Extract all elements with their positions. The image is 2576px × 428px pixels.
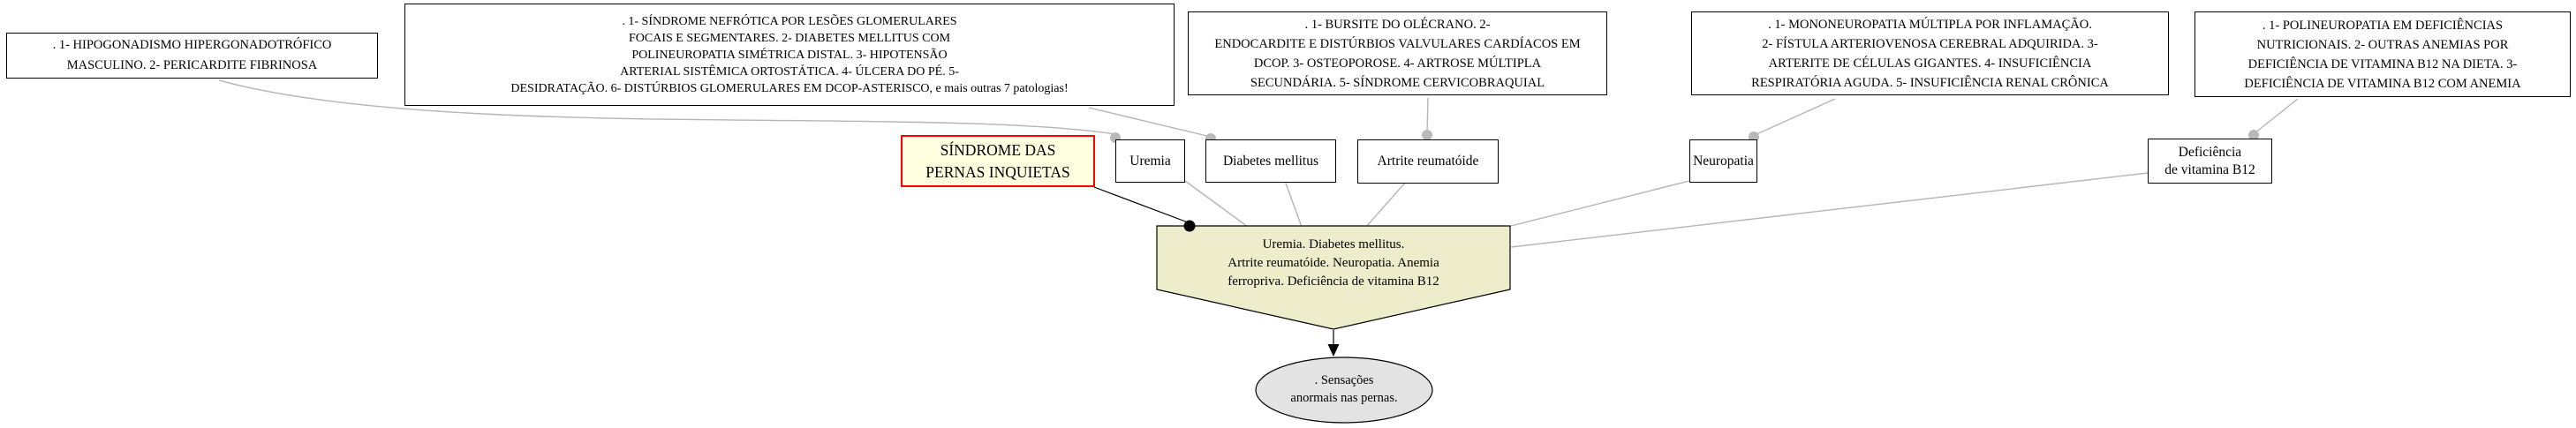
edge-box3-artrite [1426, 97, 1429, 134]
node-neuropatia: Neuropatia [1689, 139, 1757, 183]
edge-box1-uremia [218, 79, 1116, 135]
edge-artrite-summary [1365, 181, 1407, 228]
edge-box5-b12 [2254, 98, 2299, 134]
complications-box-b12: . 1- POLINEUROPATIA EM DEFICIÊNCIAS NUTR… [2195, 11, 2571, 97]
edge-uremia-summary [1184, 180, 1249, 228]
connector-dot-syndrome-black [1183, 220, 1196, 232]
summary-banner-shape [1156, 225, 1511, 330]
edge-syndrome-summary [1093, 186, 1189, 223]
edge-neuropatia-summary [1507, 180, 1690, 228]
edge-box2-diabetes [1088, 107, 1212, 138]
node-deficiencia-vitamina-b12: Deficiência de vitamina B12 [2148, 139, 2272, 184]
complications-box-diabetes: . 1- SÍNDROME NEFRÓTICA POR LESÕES GLOME… [404, 4, 1175, 106]
complications-box-neuropatia: . 1- MONONEUROPATIA MÚLTIPLA POR INFLAMA… [1691, 11, 2169, 95]
complications-box-artrite: . 1- BURSITE DO OLÉCRANO. 2- ENDOCARDITE… [1188, 11, 1607, 95]
symptom-ellipse-shape [1255, 357, 1433, 424]
node-diabetes-mellitus: Diabetes mellitus [1205, 139, 1336, 183]
edge-summary-b12 [1510, 172, 2149, 248]
edge-diabetes-summary [1284, 180, 1303, 228]
node-uremia: Uremia [1115, 139, 1185, 183]
complications-box-uremia: . 1- HIPOGONADISMO HIPERGONADOTRÓFICO MA… [6, 33, 378, 79]
connector-dot-b12 [2248, 130, 2259, 140]
node-artrite-reumatoide: Artrite reumatóide [1357, 139, 1499, 184]
connector-dot-artrite [1422, 130, 1432, 140]
arrowhead-icon [1327, 344, 1340, 357]
edge-box4-neuropatia [1754, 98, 1836, 136]
node-sindrome-pernas-inquietas: SÍNDROME DAS PERNAS INQUIETAS [901, 135, 1095, 187]
